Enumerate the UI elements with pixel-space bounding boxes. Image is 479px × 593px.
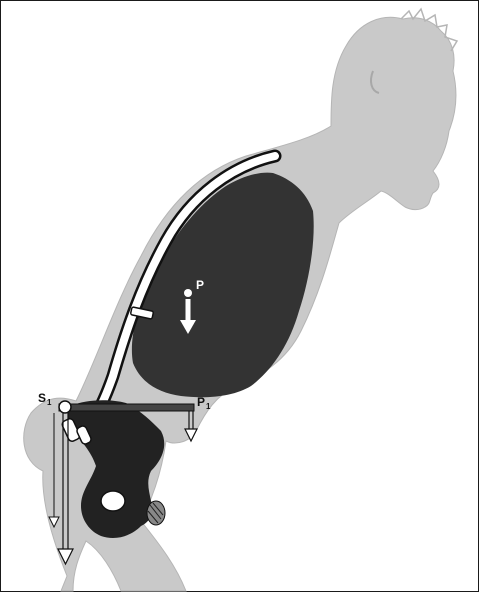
label-p1: P: [197, 395, 205, 409]
label-s1: S: [38, 391, 46, 405]
center-of-gravity-dot: [184, 289, 192, 297]
p-force-shaft: [186, 299, 191, 321]
label-s1-subscript: 1: [47, 398, 52, 407]
trunk-mass: [132, 173, 314, 398]
s1-pivot: [59, 401, 71, 413]
lever-bar: [59, 404, 194, 411]
label-p1-subscript: 1: [206, 402, 211, 411]
label-p: P: [196, 278, 204, 292]
hip-socket: [101, 491, 125, 511]
